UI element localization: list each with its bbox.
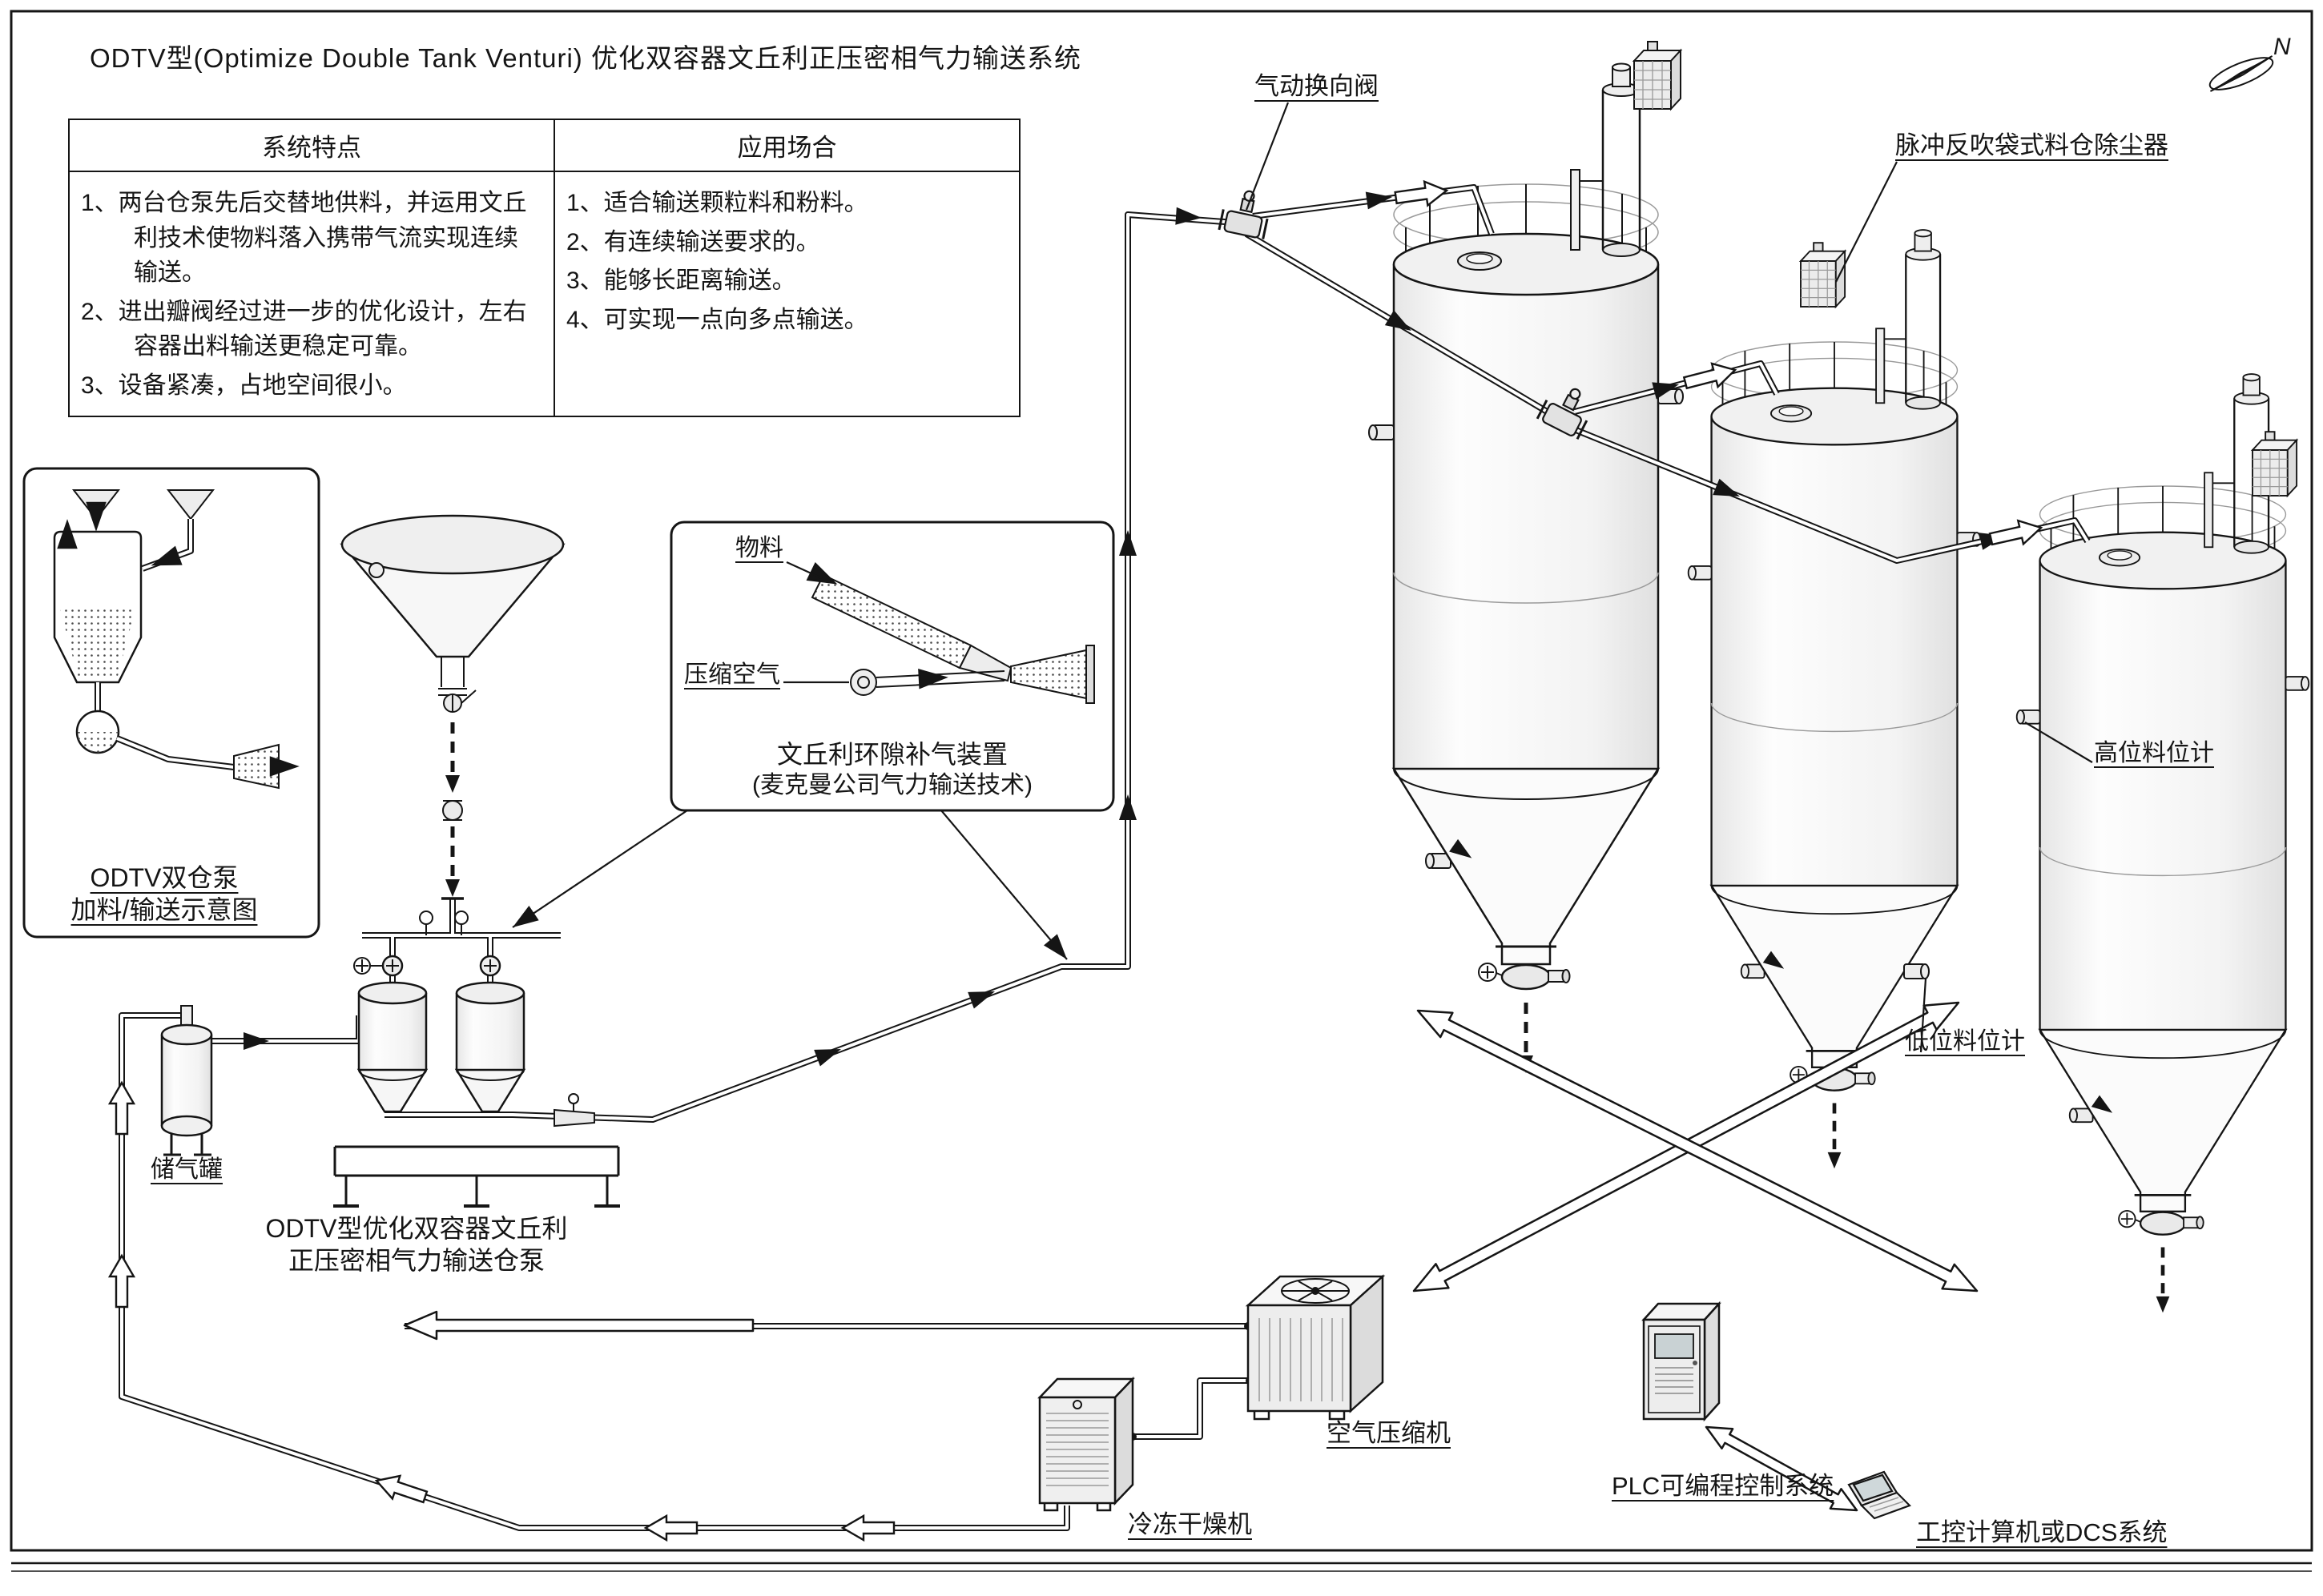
air-compressor-label: 空气压缩机: [1327, 1419, 1451, 1447]
air-distribution-arrows: [403, 1001, 1979, 1512]
low-level-label: 低位料位计: [1905, 1028, 2025, 1055]
storage-silos: [1369, 41, 2309, 1313]
info-table: 系统特点 应用场合 1、两台仓泵先后交替地供料，并运用文丘利技术使物料落入携带气…: [68, 119, 1021, 417]
industrial-computer: [1847, 1470, 1911, 1520]
compass-n-label: N: [2273, 34, 2291, 60]
application-list: 1、适合输送颗粒料和粉料。 2、有连续输送要求的。 3、能够长距离输送。 4、可…: [555, 172, 1019, 416]
dust-collector-label: 脉冲反吹袋式料仓除尘器: [1895, 131, 2168, 159]
pump-name-label-1: ODTV型优化双容器文丘利: [265, 1214, 568, 1243]
odtv-diagram-label-2: 加料/输送示意图: [70, 895, 258, 924]
odtv-pump-skid: [333, 897, 620, 1208]
feature-header: 系统特点: [70, 120, 555, 172]
plc-system-label: PLC可编程控制系统: [1612, 1472, 1834, 1500]
computer-system-label: 工控计算机或DCS系统: [1916, 1518, 2168, 1546]
dust-collector-box-3: [2252, 431, 2298, 496]
silo-3: [2017, 374, 2309, 1313]
application-header: 应用场合: [555, 120, 1019, 172]
dust-collector-box-2: [1800, 242, 1846, 308]
air-compressor: [1245, 1274, 1386, 1421]
freeze-dryer-label: 冷冻干燥机: [1128, 1510, 1252, 1538]
odtv-schematic-box: [22, 467, 320, 939]
air-tank-label: 储气罐: [151, 1156, 223, 1183]
compressed-air-label: 压缩空气: [684, 661, 780, 688]
low-level-sensor: [1903, 963, 1930, 979]
dust-collector-box-1: [1633, 41, 1681, 110]
high-level-label: 高位料位计: [2094, 740, 2214, 766]
feature-item: 1、两台仓泵先后交替地供料，并运用文丘利技术使物料落入携带气流实现连续输送。: [81, 190, 527, 286]
application-item: 4、可实现一点向多点输送。: [566, 306, 868, 333]
feature-item: 3、设备紧凑，占地空间很小。: [81, 372, 407, 399]
plc-cabinet: [1641, 1301, 1721, 1422]
venturi-detail-box: [670, 521, 1115, 812]
odtv-diagram-label-1: ODTV双仓泵: [90, 863, 239, 892]
feature-item: 2、进出瓣阀经过进一步的优化设计，左右容器出料输送更稳定可靠。: [81, 298, 527, 360]
feature-list: 1、两台仓泵先后交替地供料，并运用文丘利技术使物料落入携带气流实现连续输送。 2…: [70, 172, 555, 416]
pump-name-label-2: 正压密相气力输送仓泵: [288, 1246, 546, 1275]
feed-hopper: [340, 514, 566, 897]
air-storage-tank: [160, 1005, 213, 1156]
venturi-device-label: 文丘利环隙补气装置: [776, 740, 1009, 769]
application-item: 1、适合输送颗粒料和粉料。: [566, 190, 868, 216]
north-compass: [2208, 55, 2274, 92]
freeze-dryer: [1037, 1376, 1135, 1512]
leader-lines: [507, 102, 2093, 1053]
silo-1: [1369, 64, 1683, 1074]
sheet-border: [10, 10, 2313, 1572]
page-title: ODTV型(Optimize Double Tank Venturi) 优化双容…: [90, 43, 1081, 73]
material-label: 物料: [735, 535, 783, 561]
application-item: 3、能够长距离输送。: [566, 267, 796, 294]
application-item: 2、有连续输送要求的。: [566, 228, 820, 255]
venturi-device-sublabel: (麦克曼公司气力输送技术): [752, 772, 1033, 798]
diverter-valve-label: 气动换向阀: [1254, 72, 1379, 100]
